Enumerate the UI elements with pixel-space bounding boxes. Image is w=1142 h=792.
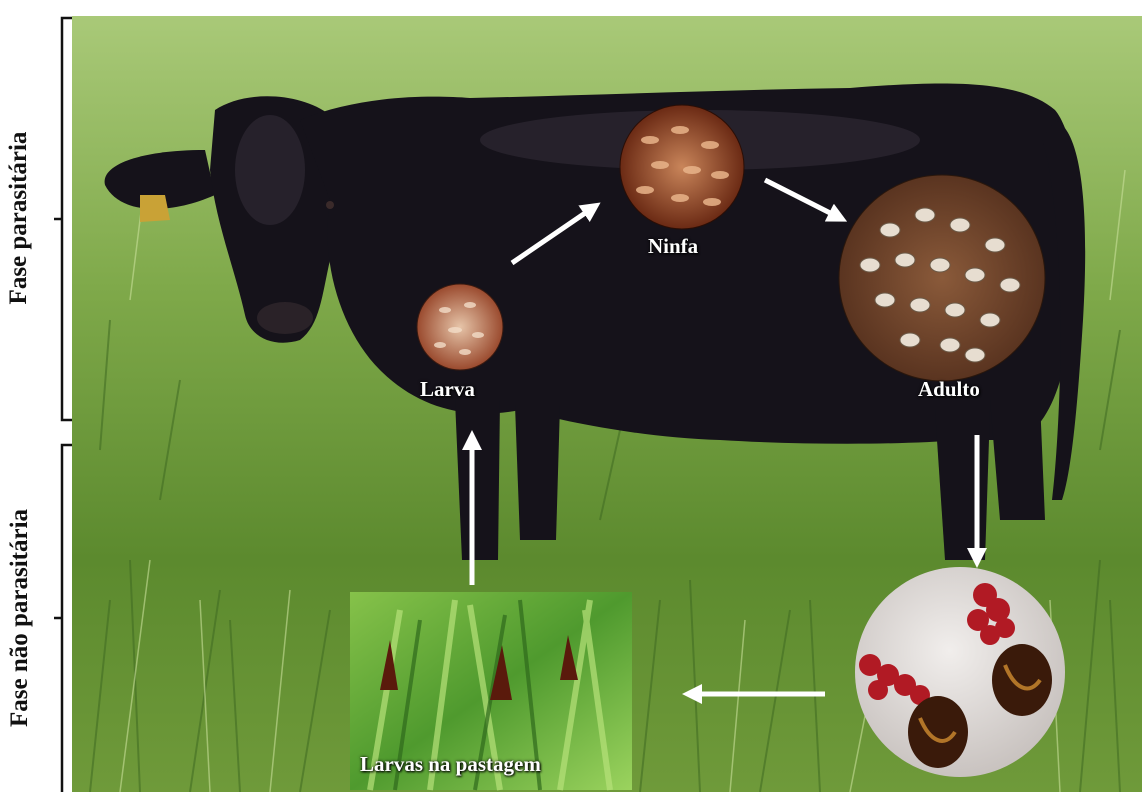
engorged-ticks-circle <box>855 567 1065 777</box>
nymph-label: Ninfa <box>648 234 698 259</box>
pasture-larvae-label: Larvas na pastagem <box>360 752 541 777</box>
nymph-magnified-circle <box>620 105 744 229</box>
phase-brackets <box>54 18 72 792</box>
cow-eye <box>326 201 334 209</box>
non-parasitic-phase-bracket <box>54 445 72 792</box>
larva-magnified-circle <box>417 284 503 370</box>
parasitic-phase-bracket <box>54 18 72 420</box>
ear-tag-icon <box>140 195 170 222</box>
adult-label: Adulto <box>918 377 980 402</box>
parasitic-phase-label: Fase parasitária <box>5 113 33 323</box>
cow-nose <box>257 302 313 334</box>
larva-label: Larva <box>420 377 475 402</box>
adult-magnified-circle <box>839 175 1045 381</box>
non-parasitic-phase-label: Fase não parasitária <box>6 478 34 758</box>
